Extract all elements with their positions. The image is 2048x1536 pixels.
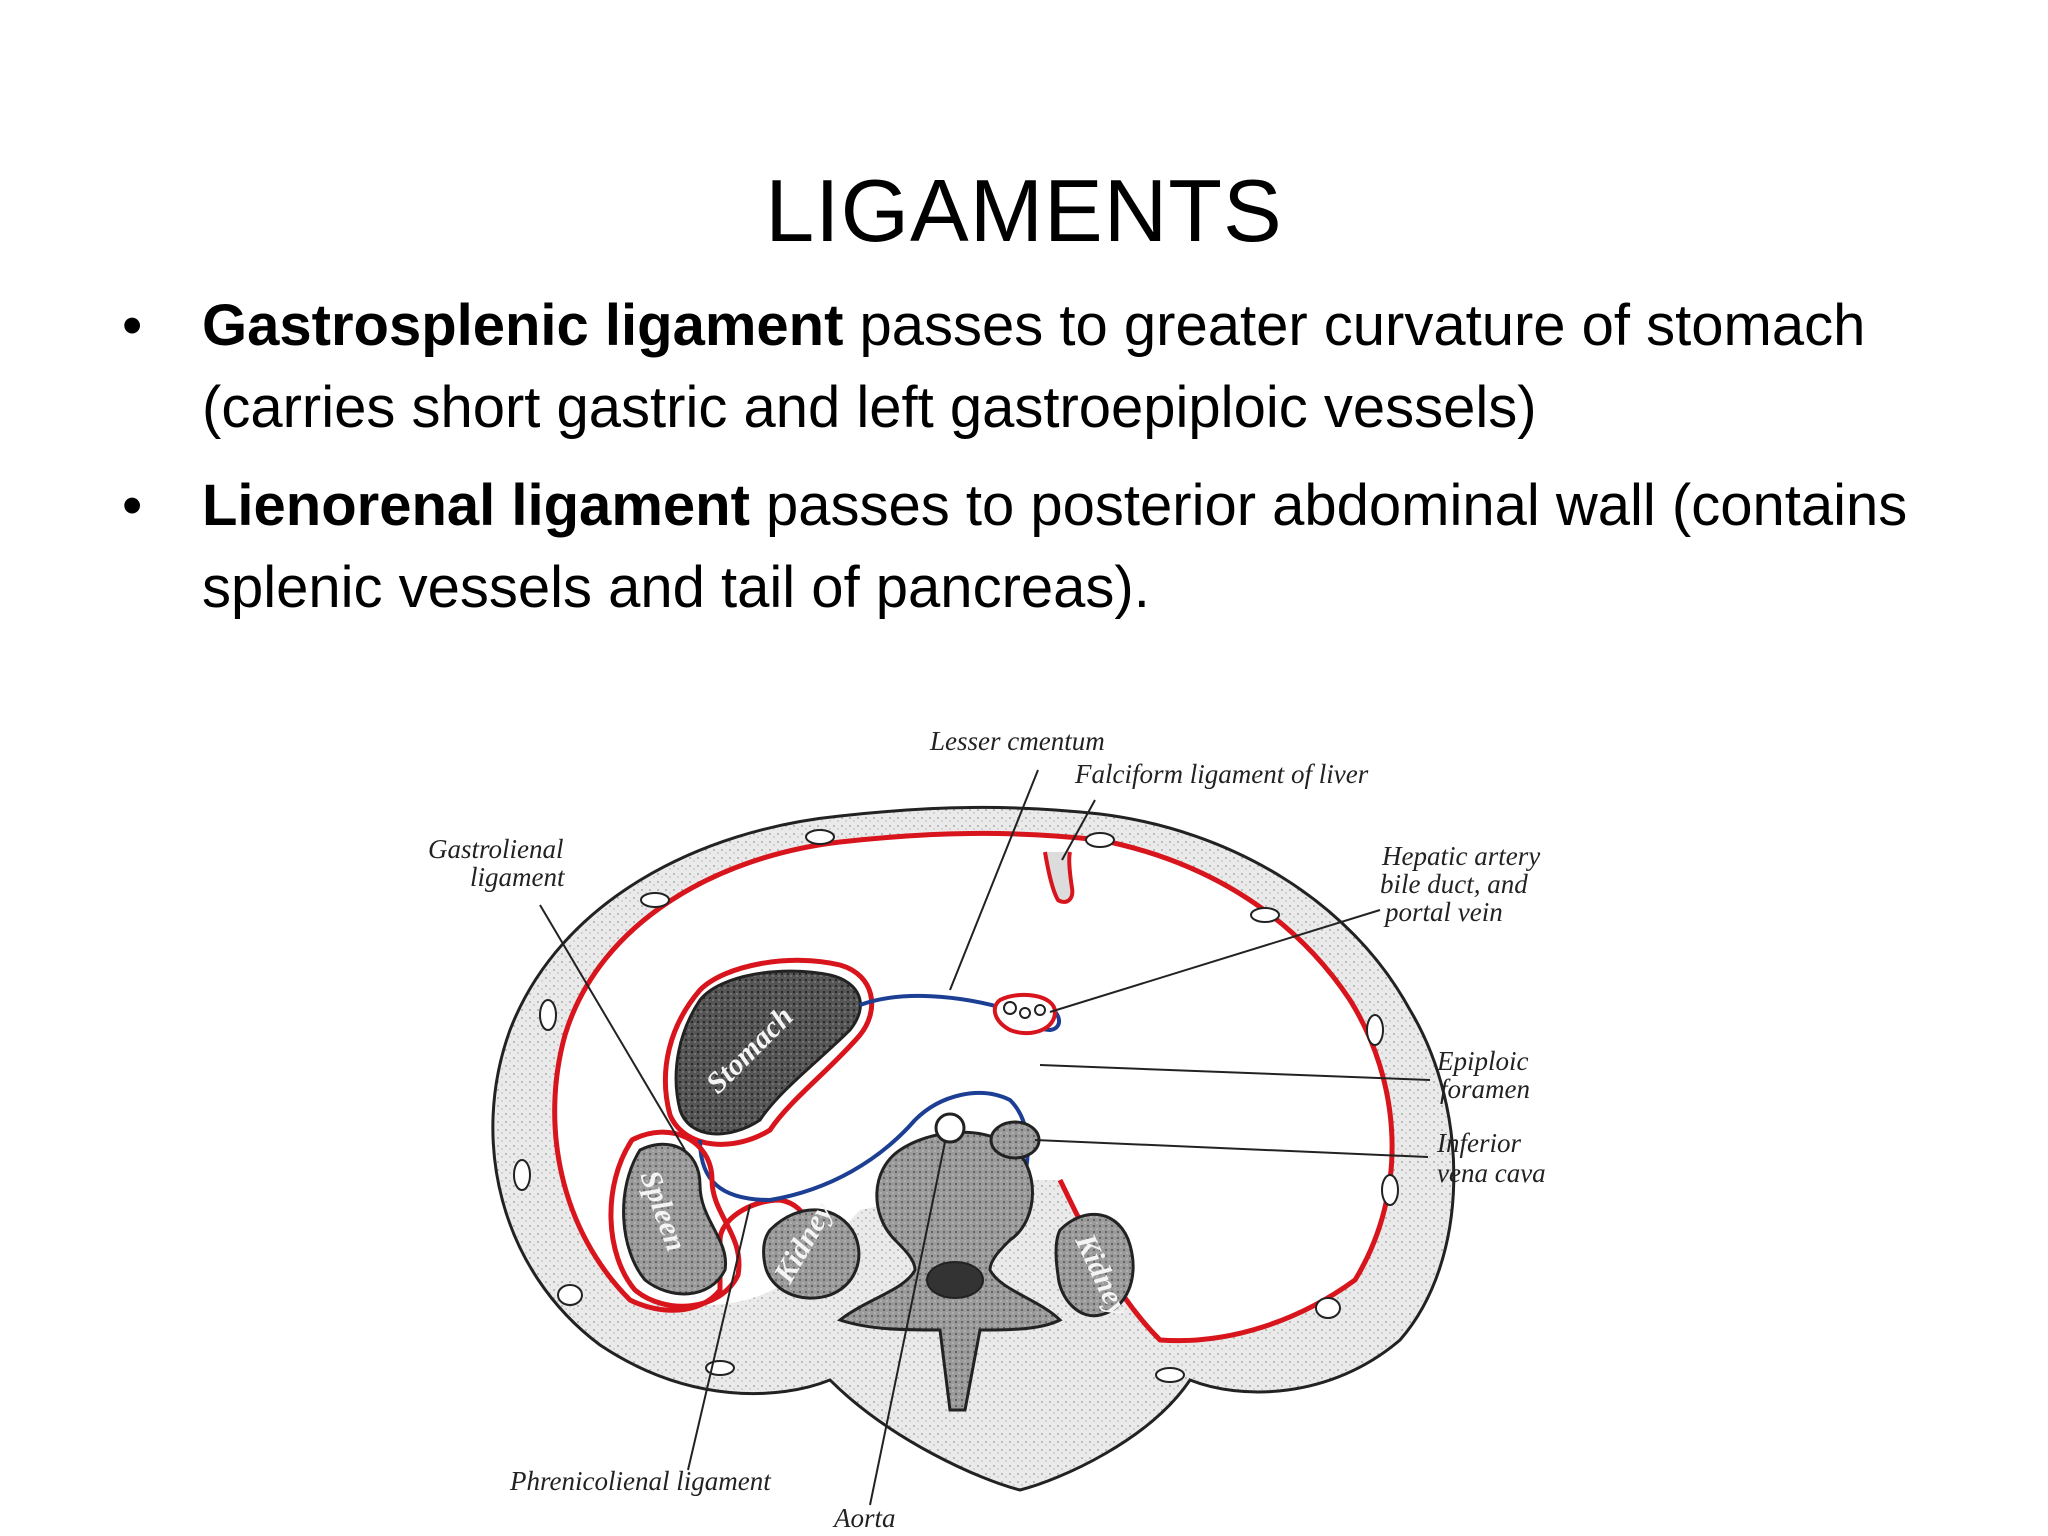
leader-ivc <box>1034 1139 1429 1158</box>
label-epiploic-1: Epiploic <box>1436 1046 1528 1076</box>
label-hepatic-1: Hepatic artery <box>1381 841 1540 871</box>
leader-lesser-omentum <box>949 769 1039 991</box>
ivc-vessel <box>989 1120 1041 1160</box>
label-epiploic-2: foramen <box>1440 1074 1530 1104</box>
label-aorta: Aorta <box>832 1503 896 1533</box>
stomach-organ <box>674 969 862 1136</box>
bullet-text: passes to posterior abdominal wall (cont… <box>202 473 1908 620</box>
bullet-text: passes to greater curvature of stomach (… <box>202 293 1866 440</box>
label-lesser-omentum: Lesser cmentum <box>929 726 1105 756</box>
stomach-red-outline <box>662 957 875 1147</box>
bullet-list: • Gastrosplenic ligament passes to greate… <box>118 285 1978 645</box>
left-kidney-organ <box>762 1208 861 1300</box>
leader-phrenicolienal <box>687 1204 751 1471</box>
leader-epiploic <box>1039 1064 1431 1081</box>
bullet-dot-icon: • <box>122 293 143 358</box>
spleen-red-outline <box>608 1129 742 1309</box>
leader-falciform <box>1061 799 1096 861</box>
aorta-vessel <box>934 1112 966 1144</box>
slide-title: LIGAMENTS <box>765 160 1283 260</box>
leader-hepatic <box>1049 909 1381 1013</box>
label-gastrolienal-1: Gastrolienal <box>428 834 564 864</box>
bullet-term: Gastrosplenic ligament <box>202 293 844 358</box>
spleen-organ <box>622 1142 728 1296</box>
label-hepatic-3: portal vein <box>1383 897 1503 927</box>
label-ivc-1: Inferior <box>1436 1128 1521 1158</box>
bullet-dot-icon: • <box>122 473 143 538</box>
leader-gastrolienal <box>539 904 686 1151</box>
right-kidney-organ <box>1054 1213 1135 1318</box>
bullet-term: Lienorenal ligament <box>202 473 750 538</box>
label-phrenicolienal: Phrenicolienal ligament <box>509 1466 772 1496</box>
bullet-gastrosplenic: • Gastrosplenic ligament passes to greate… <box>118 285 1978 449</box>
peritoneal-cavity <box>554 833 1393 1341</box>
bullet-lienorenal: • Lienorenal ligament passes to posterior… <box>118 465 1978 629</box>
label-gastrolienal-2: ligament <box>470 862 566 892</box>
label-ivc-2: vena cava <box>1437 1158 1546 1188</box>
label-falciform: Falciform ligament of liver <box>1074 759 1369 789</box>
falciform-ligament <box>1043 851 1075 904</box>
label-hepatic-2: bile duct, and <box>1380 869 1528 899</box>
leader-aorta <box>869 1141 946 1506</box>
